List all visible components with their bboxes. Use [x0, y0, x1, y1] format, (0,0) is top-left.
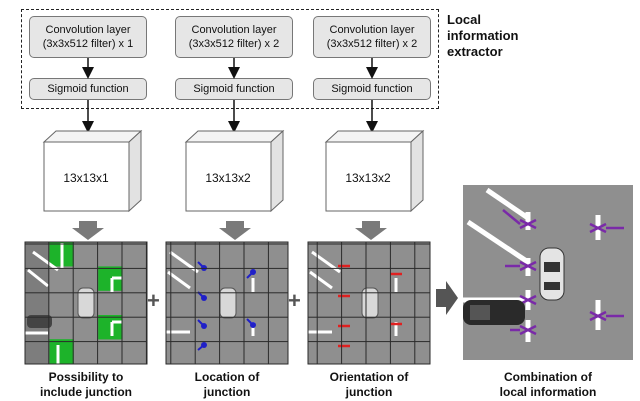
extractor-arrows — [82, 58, 378, 133]
extractor-label-line: extractor — [447, 44, 503, 59]
sigmoid-box-1: Sigmoid function — [29, 78, 147, 100]
caption-line: Possibility to — [48, 370, 124, 384]
plus-operator-1: + — [147, 288, 160, 313]
local-information-extractor-region — [21, 9, 439, 109]
conv-layer-title: Convolution layer — [45, 24, 131, 36]
location-grid-panel — [165, 241, 289, 365]
caption-line: junction — [203, 385, 251, 399]
caption-line: include junction — [40, 385, 132, 399]
caption-line: junction — [345, 385, 393, 399]
possibility-grid-panel — [24, 241, 148, 365]
conv-layer-title: Convolution layer — [329, 24, 415, 36]
caption-line: Location of — [194, 370, 260, 384]
extractor-label-line: Local — [447, 12, 481, 27]
feature-map-cube-3 — [324, 129, 425, 213]
feature-map-cube-1 — [42, 129, 143, 213]
caption-location: Location of junction — [166, 370, 288, 400]
sigmoid-box-2: Sigmoid function — [175, 78, 293, 100]
combine-arrow — [436, 281, 458, 315]
conv-layer-filter: (3x3x512 filter) x 2 — [188, 38, 280, 50]
caption-possibility: Possibility to include junction — [25, 370, 147, 400]
conv-layer-box-1: Convolution layer (3x3x512 filter) x 1 — [29, 16, 147, 58]
caption-line: local information — [499, 385, 597, 399]
caption-line: Orientation of — [329, 370, 409, 384]
combination-image — [463, 185, 633, 360]
conv-layer-title: Convolution layer — [191, 24, 277, 36]
feature-map-label-2: 13x13x2 — [205, 171, 251, 185]
extractor-label-line: information — [447, 28, 519, 43]
feature-map-cube-2 — [184, 129, 285, 213]
feature-map-label-3: 13x13x2 — [345, 171, 391, 185]
plus-operator-2: + — [288, 288, 301, 313]
extractor-label: Local information extractor — [447, 12, 519, 60]
caption-line: Combination of — [504, 370, 592, 384]
caption-combination: Combination of local information — [478, 370, 618, 400]
conv-layer-box-3: Convolution layer (3x3x512 filter) x 2 — [313, 16, 431, 58]
conv-layer-box-2: Convolution layer (3x3x512 filter) x 2 — [175, 16, 293, 58]
orientation-grid-panel — [307, 241, 431, 365]
sigmoid-box-3: Sigmoid function — [313, 78, 431, 100]
feature-map-label-1: 13x13x1 — [63, 171, 109, 185]
conv-layer-filter: (3x3x512 filter) x 2 — [326, 38, 418, 50]
conv-layer-filter: (3x3x512 filter) x 1 — [42, 38, 134, 50]
caption-orientation: Orientation of junction — [308, 370, 430, 400]
down-arrows — [72, 221, 387, 240]
